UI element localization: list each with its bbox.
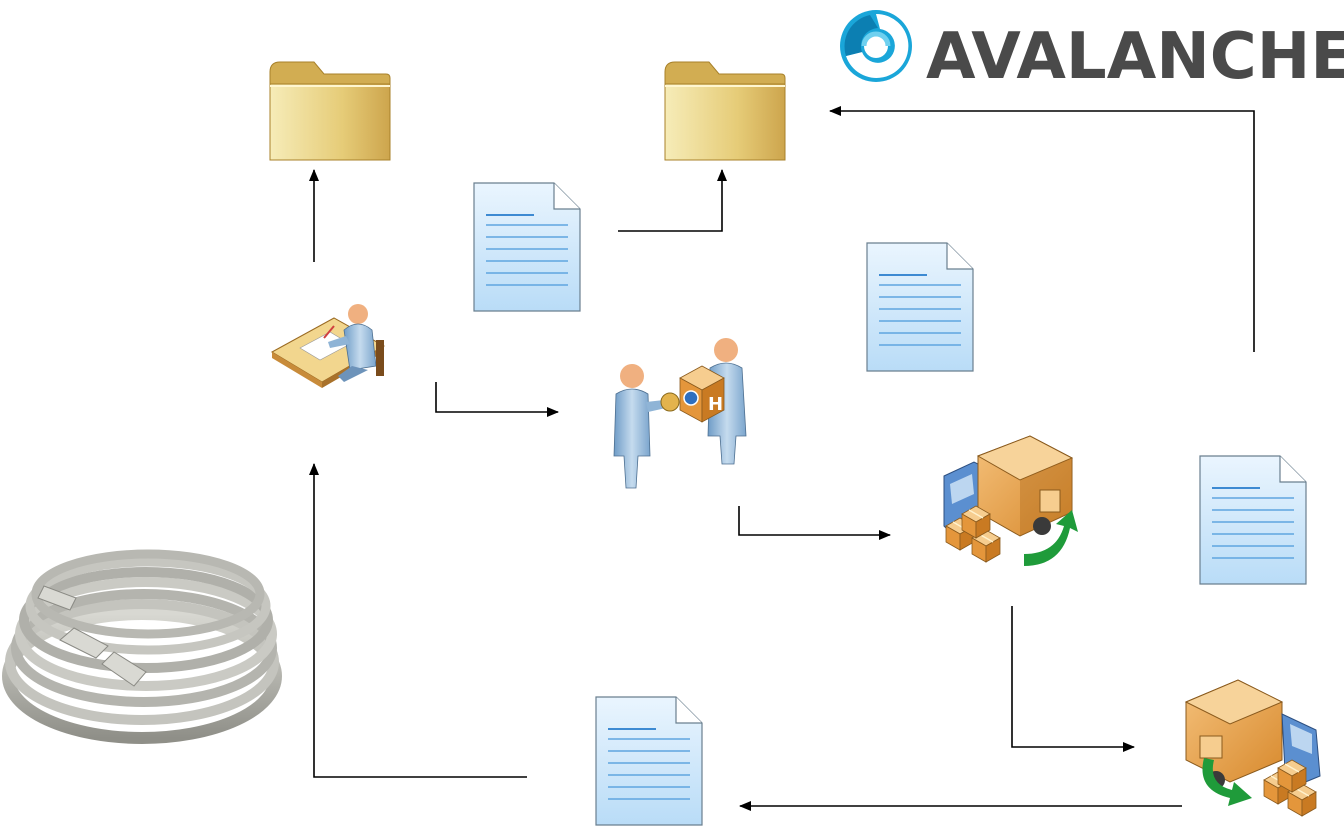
svg-text:H: H [708, 394, 723, 415]
connector-right-to-folder [829, 106, 1255, 352]
truck-loading-icon [943, 435, 1078, 566]
document-icon [473, 182, 581, 312]
brand-name: AVALANCHE [926, 20, 1344, 94]
folder-icon [269, 61, 391, 161]
connector-truck-to-unload [1011, 606, 1135, 752]
document-icon [595, 696, 703, 826]
document-icon [1199, 455, 1307, 585]
connector-doc-to-folder [618, 169, 727, 232]
folder-icon [664, 61, 786, 161]
network-cable-icon [2, 549, 282, 744]
handoff-package-icon: H [613, 338, 747, 489]
document-icon [866, 242, 974, 372]
clerk-at-desk-icon [270, 304, 386, 388]
connector-doc-to-clerk [309, 463, 527, 778]
connectors [309, 106, 1255, 811]
avalanche-swirl-icon [840, 10, 912, 82]
connector-clerk-to-handoff [435, 382, 559, 417]
truck-unloading-icon [1184, 679, 1321, 817]
avalanche-logo: AVALANCHE [840, 10, 1344, 94]
connector-handoff-to-truck [738, 506, 891, 540]
